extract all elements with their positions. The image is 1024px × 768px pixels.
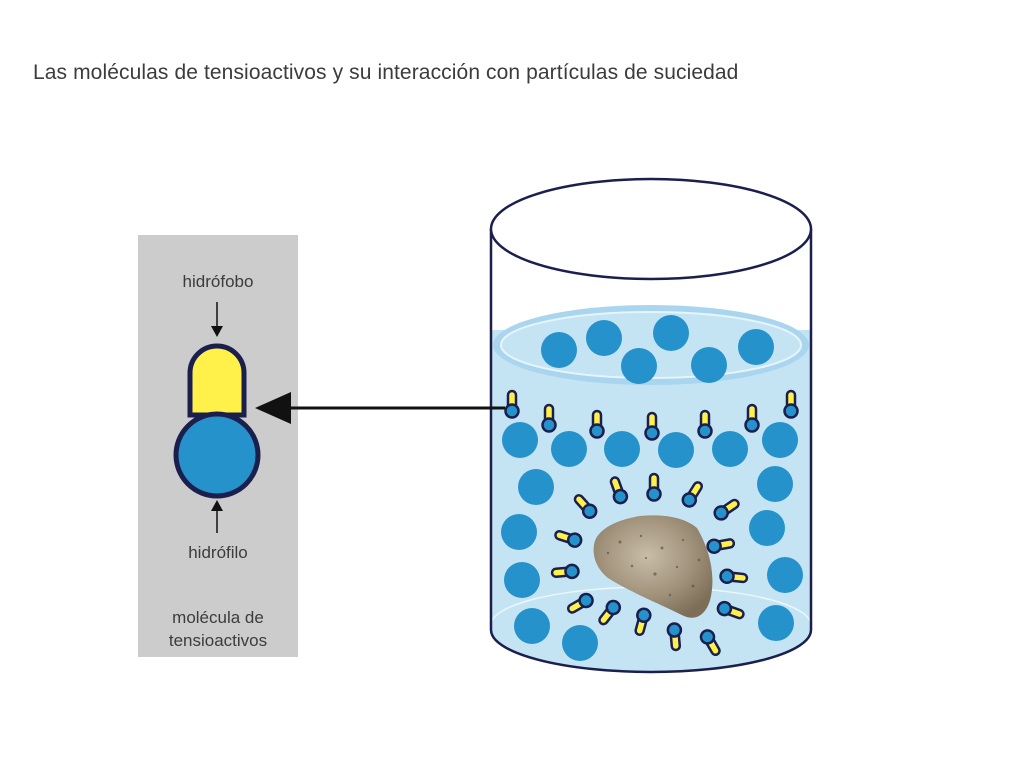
hydrophobic-label: hidrófobo	[182, 272, 254, 291]
hydrophilic-label: hidrófilo	[188, 543, 248, 562]
water-molecules	[501, 315, 803, 661]
legend-caption-line2: tensioactivos	[168, 631, 268, 650]
dirt-particle-icon	[593, 515, 713, 618]
slide-title: Las moléculas de tensioactivos y su inte…	[33, 61, 739, 84]
legend-caption-line1: molécula de	[172, 608, 264, 627]
pointer-arrow-icon	[255, 392, 505, 424]
surfactant-molecule-icon	[173, 302, 261, 533]
